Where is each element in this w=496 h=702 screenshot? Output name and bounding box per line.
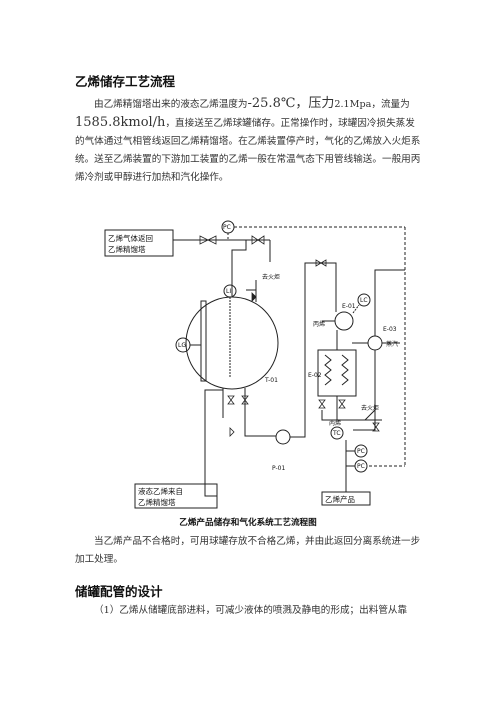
e01-exchanger: [334, 311, 354, 331]
paragraph-piping-item-1: （1）乙烯从储罐底部进料，可减少液体的喷溅及静电的形成；出料管从靠: [94, 605, 408, 616]
product-label: 乙烯产品: [325, 494, 355, 504]
e03-heater: [367, 335, 383, 351]
section-heading-ethylene-storage: 乙烯储存工艺流程: [75, 74, 176, 89]
lg-label: LG: [178, 342, 186, 349]
flow-value: 1585.8kmol/h: [75, 115, 166, 130]
liquid-feed-label-1: 液态乙烯来自: [138, 486, 183, 496]
text-fragment: ，压力: [295, 96, 335, 111]
to-flare-label-2: 去火炬: [361, 404, 379, 412]
paragraph-offspec-handling: 当乙烯产品不合格时，可用球罐存放不合格乙烯，并由此返回分离系统进一步加工处理。: [75, 536, 421, 565]
tc-bubble: [330, 426, 344, 440]
pc-top-label: PC: [223, 224, 231, 231]
text-fragment: 由乙烯精馏塔出来的液态乙烯温度为: [94, 99, 248, 110]
pump-tag: P-01: [272, 465, 285, 472]
liquid-feed-label-2: 乙烯精馏塔: [138, 497, 176, 507]
tank-sphere: [185, 296, 279, 390]
pressure-value: 2.1Mpa: [334, 99, 372, 110]
section-heading-piping-design: 储罐配管的设计: [75, 584, 163, 599]
temperature-value: -25.8℃: [247, 96, 296, 111]
to-flare-label-1: 去火炬: [262, 273, 280, 281]
gas-return-label-1: 乙烯气体返回: [108, 233, 153, 243]
gas-return-label-2: 乙烯精馏塔: [108, 244, 146, 254]
paragraph-process-description: 由乙烯精馏塔出来的液态乙烯温度为-25.8℃，压力2.1Mpa，流量为 1585.…: [75, 95, 421, 187]
li-label: LI: [226, 288, 231, 295]
pc-mid-label: PC: [357, 448, 365, 455]
steam-label: 蒸汽: [386, 340, 398, 348]
propylene-label-2: 丙烯: [329, 419, 341, 427]
propylene-label-1: 丙烯: [313, 320, 325, 328]
e03-tag: E-03: [383, 326, 397, 333]
text-fragment: ，流量为: [371, 99, 410, 110]
pc-bottom-label: PC: [357, 463, 365, 470]
lc-bubble: [357, 293, 371, 307]
text-fragment: ，直接送至乙烯球罐储存。正常操作时，球罐因冷损失蒸发的气体通过气相管线返回乙烯精…: [75, 118, 421, 183]
e02-exchanger: [317, 349, 357, 397]
e01-tag: E-01: [342, 303, 356, 310]
tank-tag: T-01: [264, 377, 278, 384]
tc-label: TC: [332, 430, 341, 437]
diagram-caption: 乙烯产品储存和气化系统工艺流程图: [179, 518, 317, 528]
lc-label: LC: [360, 297, 368, 304]
gas-return-box: [104, 229, 174, 257]
e02-tag: E-02: [308, 372, 322, 379]
pump-symbol: [275, 429, 291, 445]
